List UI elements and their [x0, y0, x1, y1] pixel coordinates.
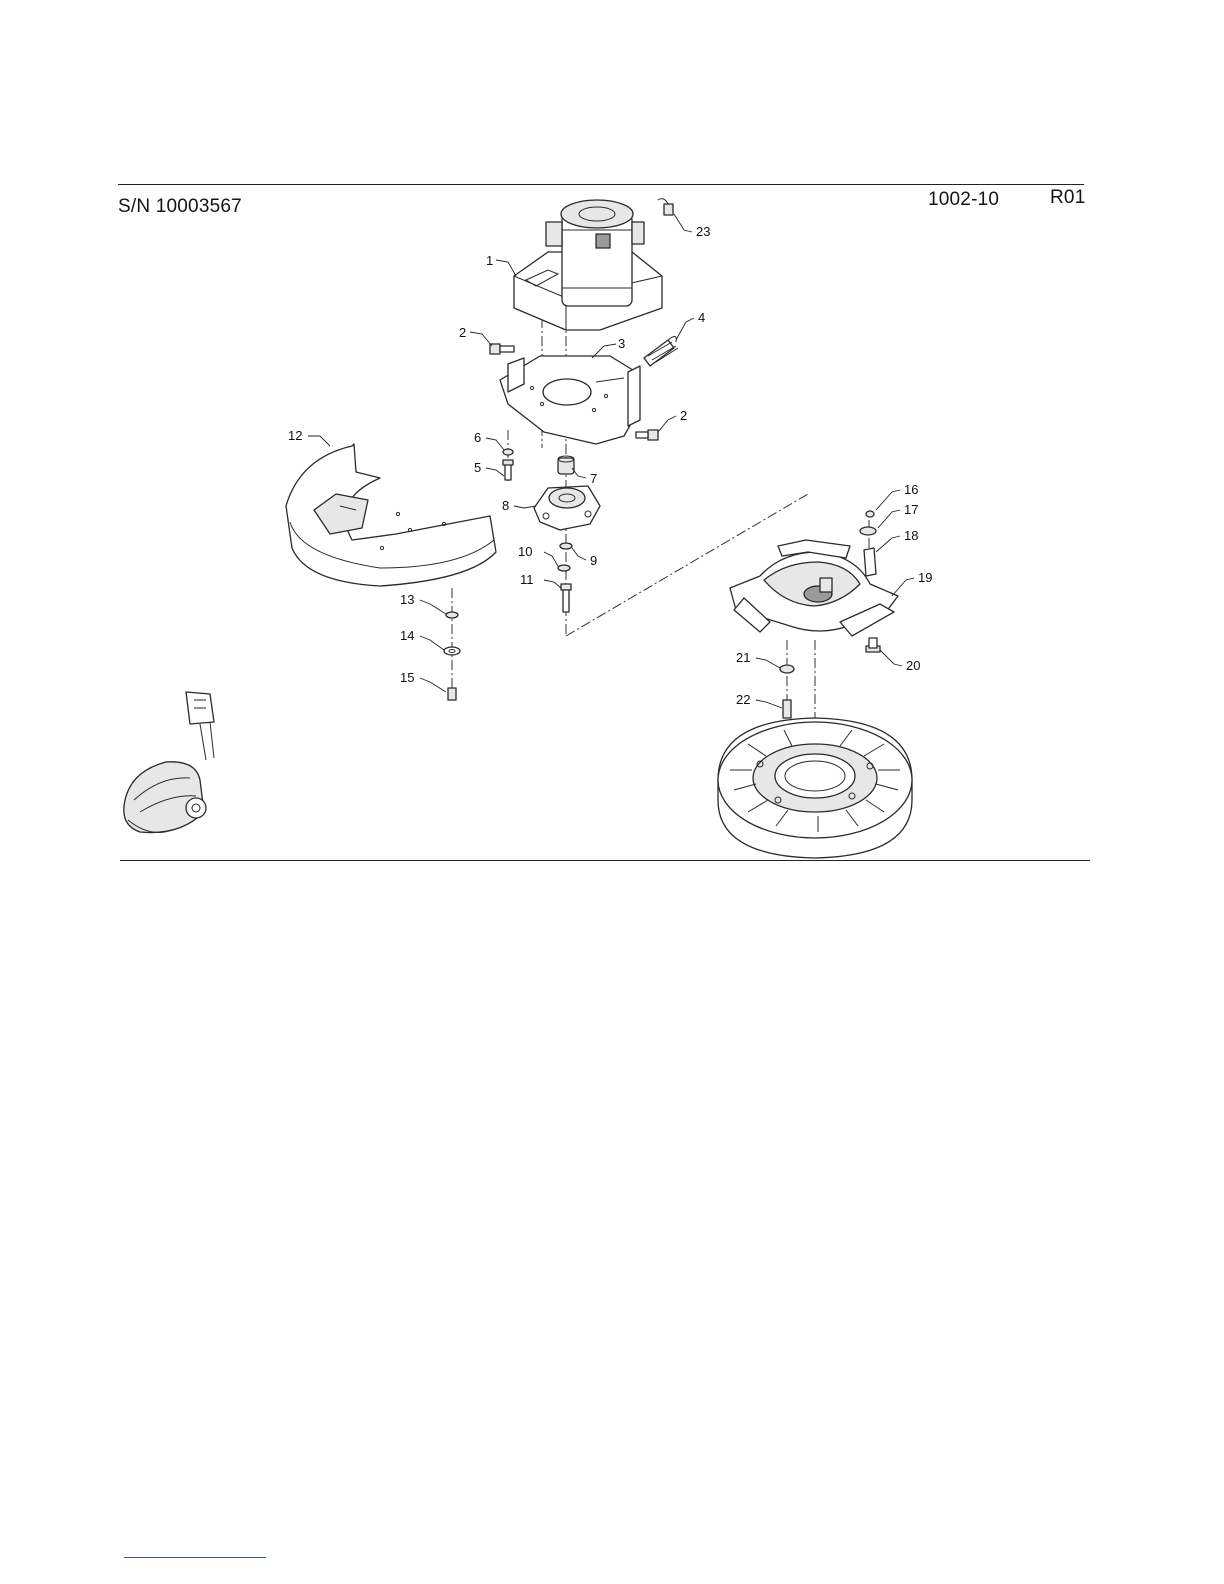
callout-16: 16 — [904, 482, 918, 497]
callout-22: 22 — [736, 692, 750, 707]
callout-8: 8 — [502, 498, 509, 513]
brush-motor — [514, 200, 662, 330]
callout-17: 17 — [904, 502, 918, 517]
latch-18 — [864, 548, 876, 576]
footer-link-underline — [124, 1557, 266, 1558]
screw-11 — [561, 584, 571, 612]
nut-16 — [866, 511, 874, 517]
callout-10: 10 — [518, 544, 532, 559]
callout-6: 6 — [474, 430, 481, 445]
callout-1: 1 — [486, 253, 493, 268]
callout-2-right: 2 — [680, 408, 687, 423]
mounting-plate — [500, 356, 640, 444]
hub-flange — [534, 486, 600, 530]
callout-20: 20 — [906, 658, 920, 673]
callout-3: 3 — [618, 336, 625, 351]
callout-19: 19 — [918, 570, 932, 585]
plate-bolt-right — [636, 430, 658, 440]
scrubber-machine-thumbnail — [124, 692, 214, 833]
plate-bolt-left — [490, 344, 514, 354]
pad-driver-disc — [718, 718, 912, 858]
callout-12: 12 — [288, 428, 302, 443]
callout-21: 21 — [736, 650, 750, 665]
screw-5 — [503, 460, 513, 480]
callout-2-left: 2 — [459, 325, 466, 340]
washer-9 — [560, 543, 572, 549]
callout-7: 7 — [590, 471, 597, 486]
callout-4: 4 — [698, 310, 705, 325]
callout-23: 23 — [696, 224, 710, 239]
callout-5: 5 — [474, 460, 481, 475]
screw-22 — [783, 700, 791, 718]
splash-guard — [286, 444, 496, 586]
callout-11: 11 — [520, 572, 534, 587]
carbon-brush — [658, 199, 673, 215]
footer-rule — [120, 860, 1090, 861]
tension-spring — [644, 336, 678, 366]
screw-15 — [448, 688, 456, 700]
washer-10 — [558, 565, 570, 571]
callout-13: 13 — [400, 592, 414, 607]
washer-13 — [446, 612, 458, 618]
callout-15: 15 — [400, 670, 414, 685]
callout-9: 9 — [590, 553, 597, 568]
washer-21 — [780, 665, 794, 673]
washer-17 — [860, 527, 876, 535]
callout-18: 18 — [904, 528, 918, 543]
callout-14: 14 — [400, 628, 414, 643]
screw-20 — [866, 638, 880, 652]
bushing — [558, 456, 574, 474]
washer-14 — [444, 647, 460, 655]
washer-6 — [503, 449, 513, 455]
